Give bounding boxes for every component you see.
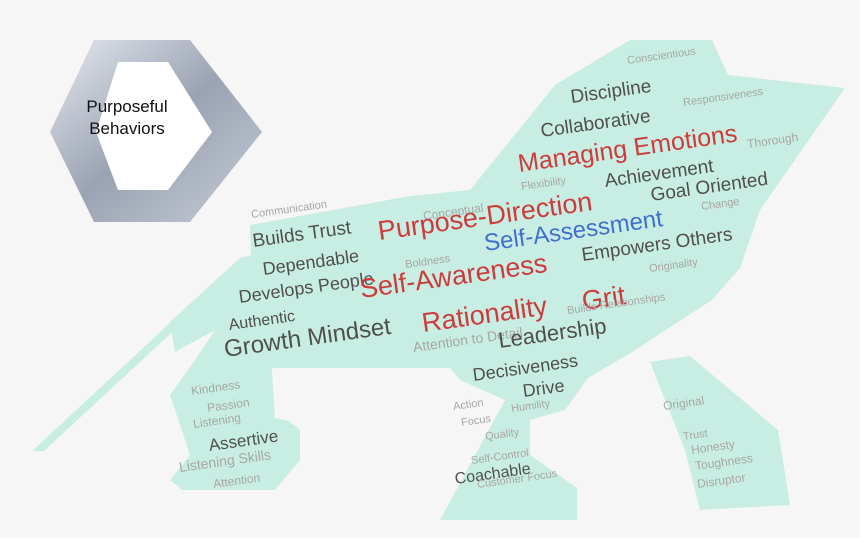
badge-title-line2: Behaviors	[89, 119, 165, 138]
badge-title: Purposeful Behaviors	[72, 96, 182, 140]
leg-cutout	[272, 372, 330, 422]
lion-leg-shape	[650, 356, 790, 510]
hexagon-badge-inner	[96, 62, 212, 190]
lion-body-shape	[170, 40, 845, 520]
badge-title-line1: Purposeful	[86, 97, 168, 116]
